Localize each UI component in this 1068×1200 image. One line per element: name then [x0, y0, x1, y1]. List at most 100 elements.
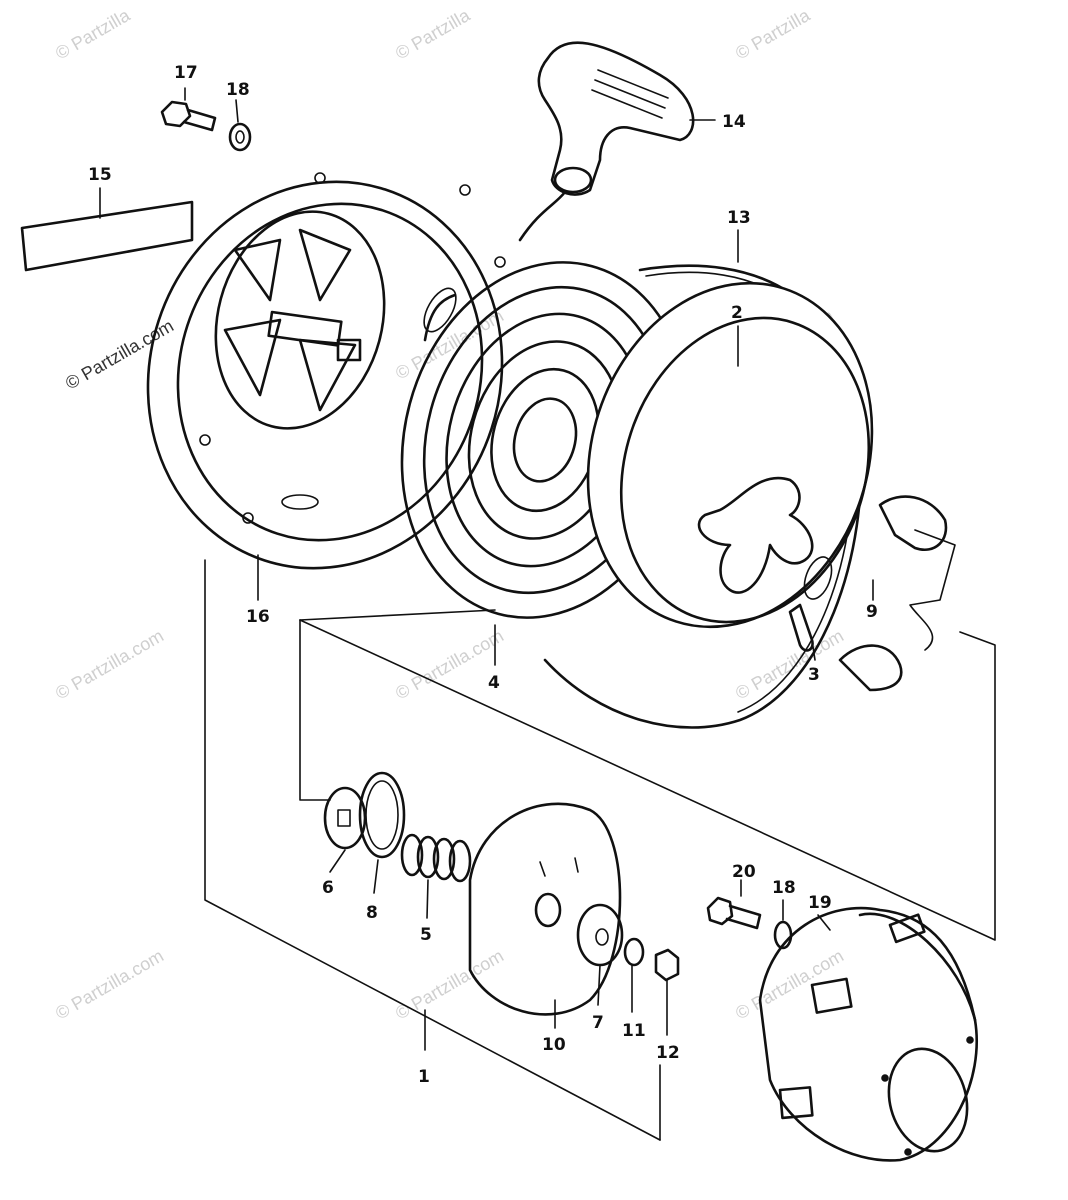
leader-18: [235, 99, 239, 123]
case-hole: [459, 184, 471, 196]
case-hub-ring: [214, 210, 386, 430]
watermark: © Partzilla.com: [52, 945, 167, 1023]
watermark: © Partzilla: [732, 5, 814, 64]
rope-upper: [518, 190, 567, 242]
watermark: © Partzilla.com: [392, 945, 507, 1023]
plate-tabs: [539, 857, 579, 877]
handle-grip-line: [591, 89, 663, 119]
spring-coil: [512, 397, 578, 483]
callout-18: 18: [772, 878, 796, 898]
leader-8: [373, 859, 379, 894]
pawl-upper: [878, 495, 948, 551]
bracket-inner-left: [299, 619, 331, 801]
washer-hole: [235, 130, 245, 144]
callout-7: 7: [592, 1013, 604, 1033]
callout-17: 17: [174, 63, 198, 83]
thrust-washer: [323, 786, 367, 873]
callout-19: 19: [808, 893, 832, 913]
bracket-inner-right: [299, 619, 996, 941]
callout-labels: 17 18 15 14 13 2 16 9 4 3 6 8 5 20 18 19…: [88, 63, 878, 1087]
case-hole: [314, 172, 326, 184]
reel-face: [619, 316, 871, 624]
watermark: © Partzilla.com: [62, 315, 177, 393]
watermark: © Partzilla.com: [732, 625, 847, 703]
case-web-openings: [223, 228, 357, 412]
callout-20: 20: [732, 862, 756, 882]
decal: [20, 200, 194, 272]
callout-15: 15: [88, 165, 112, 185]
cover-opening: [887, 1047, 969, 1153]
handle-grip-line: [594, 79, 666, 109]
pawl-lower: [838, 644, 903, 692]
friction-spring: [358, 771, 406, 894]
bolt-head: [160, 100, 192, 128]
leader-19: [817, 914, 831, 931]
clip-inner: [365, 780, 399, 850]
bolt-thread: [182, 108, 217, 132]
cover-rim: [858, 912, 977, 1022]
handle-cap: [553, 166, 593, 194]
callout-11: 11: [622, 1021, 646, 1041]
callout-6: 6: [322, 878, 334, 898]
assembly-bracket-lines: [204, 559, 996, 1141]
case-hole: [242, 512, 254, 524]
watermark: © Partzilla: [392, 5, 474, 64]
callout-8: 8: [366, 903, 378, 923]
bracket-outer: [204, 559, 661, 1141]
case-hole: [494, 256, 506, 268]
rope-eyelet-end: [423, 293, 457, 342]
starter-handle: [518, 41, 716, 242]
washer: [576, 903, 624, 967]
nut: [654, 948, 680, 982]
leader-5: [426, 879, 429, 919]
bolt-17: [160, 87, 217, 132]
clip: [358, 771, 406, 859]
callout-3: 3: [808, 665, 820, 685]
bolt-thread: [725, 904, 762, 930]
starter-case: [146, 172, 506, 601]
leader-3: [811, 639, 816, 661]
ratchet-pawls: [838, 495, 956, 692]
spring-turn: [416, 835, 440, 879]
bracket-inner-top: [299, 609, 496, 621]
spring-turn: [432, 837, 456, 881]
decal-strip: [20, 187, 194, 272]
callout-13: 13: [727, 208, 751, 228]
bolt-head: [706, 896, 734, 926]
pawl-pin: [788, 603, 816, 661]
bolt-20: [706, 879, 762, 930]
callout-2: 2: [731, 303, 743, 323]
washer-hole: [595, 928, 609, 946]
callout-10: 10: [542, 1035, 566, 1055]
case-hole: [199, 434, 211, 446]
case-inner-rim: [176, 202, 484, 542]
watermark: © Partzilla.com: [732, 945, 847, 1023]
cover-window: [778, 1086, 814, 1120]
rope-reel: [586, 281, 874, 629]
plate-body: [468, 802, 622, 1016]
washer: [228, 122, 252, 152]
lock-washer: [623, 937, 645, 1013]
return-spring: [400, 833, 472, 919]
case-slot: [281, 494, 319, 510]
washer: [323, 786, 367, 850]
spring-turn: [448, 839, 472, 883]
reel-pawl-slot: [803, 556, 833, 600]
cover-hole: [966, 1036, 974, 1044]
watermark: © Partzilla: [52, 5, 134, 64]
spring-turn: [400, 833, 424, 877]
washer-hole: [337, 809, 351, 827]
callout-4: 4: [488, 673, 500, 693]
cover-window: [810, 977, 853, 1014]
cover-window: [888, 913, 926, 944]
flat-washer: [576, 903, 624, 1006]
callout-1: 1: [418, 1067, 430, 1087]
friction-plate: [468, 802, 622, 1029]
watermark: © Partzilla.com: [52, 625, 167, 703]
callout-16: 16: [246, 607, 270, 627]
handle-body: [537, 41, 695, 196]
washer-18-bottom: [773, 899, 793, 950]
callout-14: 14: [722, 112, 746, 132]
pawl-spring: [909, 529, 956, 651]
